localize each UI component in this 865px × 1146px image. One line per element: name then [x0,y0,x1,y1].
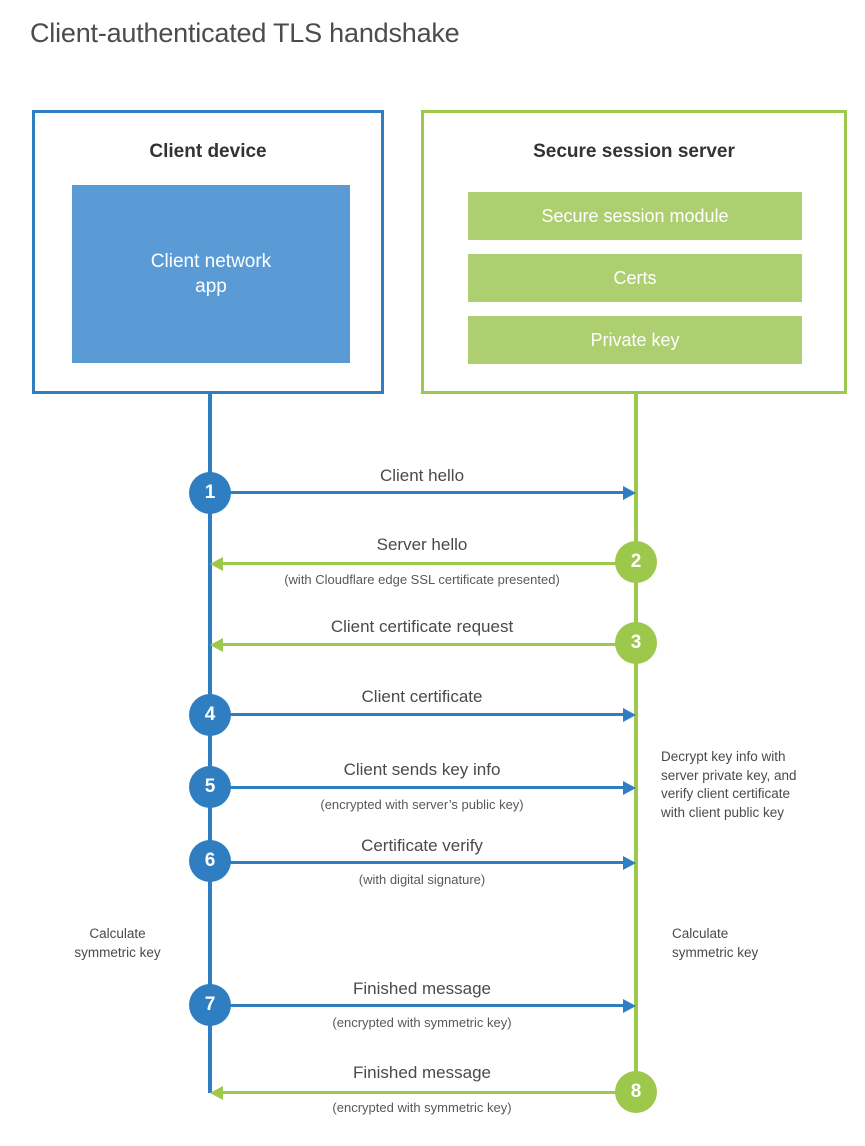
server-lifeline [634,394,638,1093]
arrowhead-icon [623,780,636,795]
page-title: Client-authenticated TLS handshake [30,18,460,48]
step-3-arrow [210,637,634,652]
step-2-sublabel: (with Cloudflare edge SSL certificate pr… [284,572,560,587]
step-5-label: Client sends key info [343,760,501,779]
step-1-marker: 1 [189,472,231,514]
client-device-box: Client device Client network app [32,110,384,394]
step-6-arrow [210,855,636,870]
step-8-sublabel: (encrypted with symmetric key) [332,1100,512,1115]
secure-session-server-box: Secure session server Secure session mod… [421,110,847,394]
arrowhead-icon [623,707,636,722]
step-5-arrow [210,780,636,795]
step-6-sublabel: (with digital signature) [358,872,486,887]
step-8-marker: 8 [615,1071,657,1113]
step-2-marker: 2 [615,541,657,583]
step-7-marker: 7 [189,984,231,1026]
step-8-label: Finished message [353,1063,491,1082]
client-device-title: Client device [149,141,267,162]
step-7-arrow [210,998,636,1013]
client-lifeline [208,394,212,1093]
arrowhead-icon [210,1085,223,1100]
server-decrypt-note: Decrypt key info with server private key… [661,749,797,820]
step-2-arrow [210,556,634,571]
step-2-label: Server hello [376,535,468,554]
arrowhead-icon [210,637,223,652]
step-8-arrow [210,1085,634,1100]
step-5-marker: 5 [189,766,231,808]
client-network-app-block: Client network app [72,185,350,363]
step-6-label: Certificate verify [361,836,483,855]
arrowhead-icon [623,855,636,870]
arrowhead-icon [210,556,223,571]
step-3-marker: 3 [615,622,657,664]
step-4-arrow [210,707,636,722]
server-component-secure-session-module: Secure session module [468,192,802,240]
step-6-marker: 6 [189,840,231,882]
server-component-private-key: Private key [468,316,802,364]
step-7-label: Finished message [353,979,491,998]
server-calculate-symmetric-key-note: Calculate symmetric key [672,926,759,960]
client-calculate-symmetric-key-note: Calculate symmetric key [74,926,161,960]
step-3-label: Client certificate request [330,617,514,636]
step-1-arrow [210,485,636,500]
server-component-certs: Certs [468,254,802,302]
step-4-marker: 4 [189,694,231,736]
step-4-label: Client certificate [361,687,483,706]
step-7-sublabel: (encrypted with symmetric key) [332,1015,512,1030]
step-5-sublabel: (encrypted with server’s public key) [320,797,524,812]
secure-session-server-title: Secure session server [533,141,735,162]
arrowhead-icon [623,998,636,1013]
arrowhead-icon [623,485,636,500]
step-1-label: Client hello [379,466,465,485]
